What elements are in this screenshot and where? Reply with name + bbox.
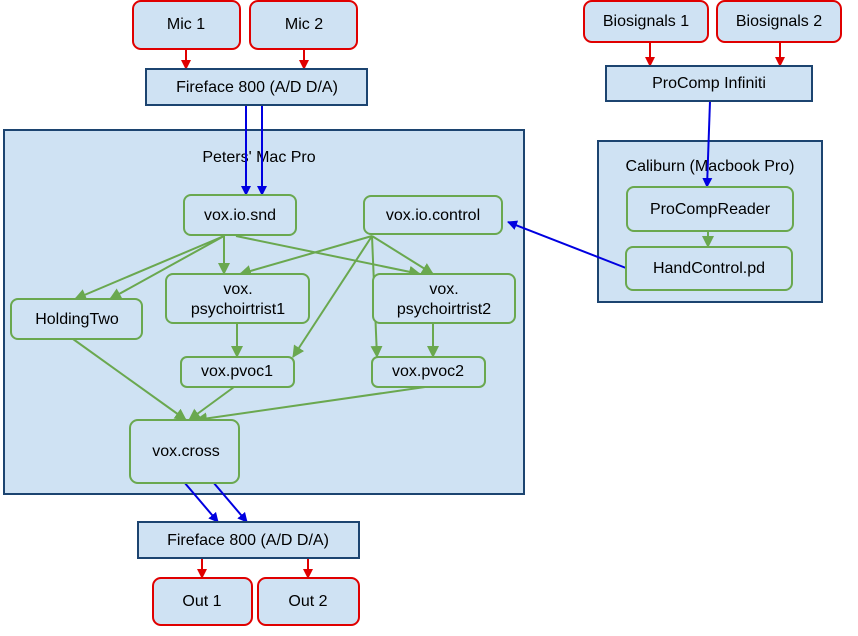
container-caliburn-label: Caliburn (Macbook Pro)	[626, 158, 795, 175]
edge-iocontrol-to-pvoc1	[292, 235, 373, 358]
edge-cross-to-ff_out	[212, 481, 248, 523]
node-biosignals2[interactable]: Biosignals 2	[716, 0, 842, 43]
node-psychoirtrist2-label-line2: psychoirtrist2	[397, 301, 491, 318]
node-procomp-infiniti-label: ProComp Infiniti	[652, 75, 766, 92]
node-vox-io-control-label: vox.io.control	[386, 207, 480, 224]
node-vox-io-snd-label: vox.io.snd	[204, 207, 276, 224]
node-holdingtwo[interactable]: HoldingTwo	[10, 298, 143, 340]
node-mic2[interactable]: Mic 2	[249, 0, 358, 50]
container-macpro-label: Peters' Mac Pro	[202, 149, 315, 166]
node-handcontrol[interactable]: HandControl.pd	[625, 246, 793, 291]
node-fireface-in-label: Fireface 800 (A/D D/A)	[176, 79, 338, 96]
node-vox-pvoc1-label: vox.pvoc1	[201, 363, 273, 380]
node-psychoirtrist2-label-line1: vox.	[429, 281, 458, 298]
edge-hand-to-iocontrol	[507, 220, 627, 269]
edge-procomp-to-reader	[702, 100, 713, 188]
edge-holding-to-cross	[72, 338, 187, 421]
node-out1[interactable]: Out 1	[152, 577, 253, 626]
node-vox-cross-label: vox.cross	[152, 443, 220, 460]
node-psychoirtrist1-label-line2: psychoirtrist1	[191, 301, 285, 318]
edge-pvoc2-to-cross	[195, 386, 426, 425]
node-procomp-infiniti[interactable]: ProComp Infiniti	[605, 65, 813, 102]
node-mic1-label: Mic 1	[167, 16, 205, 33]
node-handcontrol-label: HandControl.pd	[653, 260, 765, 277]
node-biosignals1-label: Biosignals 1	[603, 13, 689, 30]
edge-iosnd-to-holding	[74, 235, 225, 301]
node-vox-pvoc2-label: vox.pvoc2	[392, 363, 464, 380]
node-psychoirtrist1[interactable]: vox. psychoirtrist1	[165, 273, 310, 324]
node-out1-label: Out 1	[182, 593, 221, 610]
node-mic1[interactable]: Mic 1	[132, 0, 241, 50]
edge-iosnd-to-psy2	[235, 235, 421, 278]
node-biosignals2-label: Biosignals 2	[736, 13, 822, 30]
node-biosignals1[interactable]: Biosignals 1	[583, 0, 709, 43]
node-vox-pvoc2[interactable]: vox.pvoc2	[371, 356, 486, 388]
edges-layer	[72, 42, 785, 579]
node-out2[interactable]: Out 2	[257, 577, 360, 626]
node-procompreader[interactable]: ProCompReader	[626, 186, 794, 232]
node-vox-pvoc1[interactable]: vox.pvoc1	[180, 356, 295, 388]
node-psychoirtrist1-label-line1: vox.	[223, 281, 252, 298]
node-procompreader-label: ProCompReader	[650, 201, 771, 218]
node-out2-label: Out 2	[288, 593, 327, 610]
edge-iocontrol-to-psy2	[371, 235, 434, 275]
node-fireface-in[interactable]: Fireface 800 (A/D D/A)	[145, 68, 368, 106]
node-vox-io-control[interactable]: vox.io.control	[363, 195, 503, 235]
edge-cross-to-ff_out	[183, 481, 219, 523]
node-holdingtwo-label: HoldingTwo	[35, 311, 119, 328]
node-vox-cross[interactable]: vox.cross	[129, 419, 240, 484]
edge-iosnd-to-holding	[109, 235, 225, 300]
node-vox-io-snd[interactable]: vox.io.snd	[183, 194, 297, 236]
node-fireface-out-label: Fireface 800 (A/D D/A)	[167, 532, 329, 549]
edge-iocontrol-to-psy1	[239, 235, 373, 277]
node-psychoirtrist2[interactable]: vox. psychoirtrist2	[372, 273, 516, 324]
node-fireface-out[interactable]: Fireface 800 (A/D D/A)	[137, 521, 360, 559]
node-mic2-label: Mic 2	[285, 16, 323, 33]
